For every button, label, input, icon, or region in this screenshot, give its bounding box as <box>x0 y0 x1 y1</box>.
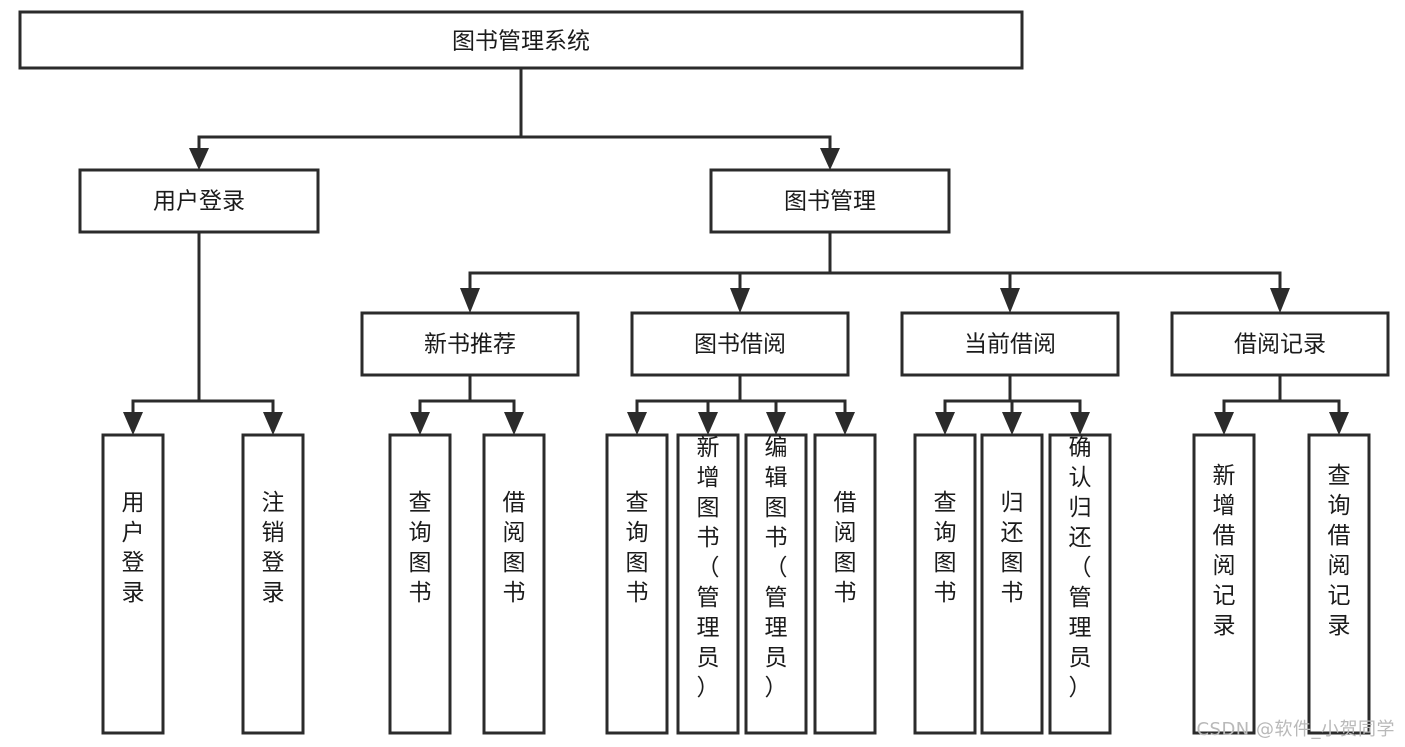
connectors-book-borrow-to-leaves <box>627 373 855 435</box>
leaf-book-borrow-4-label: 借阅图书 <box>834 490 857 606</box>
node-borrow-record[interactable]: 借阅记录 <box>1170 311 1390 377</box>
leaf-current-borrow-2-box[interactable] <box>980 433 1044 735</box>
leaf-book-borrow-2-label: 新增图书（管理员） <box>697 435 720 701</box>
node-book-borrow-box[interactable] <box>630 311 850 377</box>
csdn-watermark: CSDN @软件_小贺同学 <box>1196 719 1395 740</box>
leaf-user-login-2-label: 注销登录 <box>262 490 285 606</box>
leaf-current-borrow-3[interactable]: 确认归还（管理员） <box>1048 433 1112 735</box>
arrowhead-book-mgmt <box>820 148 840 170</box>
leaf-current-borrow-1-label: 查询图书 <box>934 490 957 606</box>
node-user-login[interactable]: 用户登录 <box>78 168 320 234</box>
leaf-user-login-1-label: 用户登录 <box>122 490 145 606</box>
leaf-book-borrow-3[interactable]: 编辑图书（管理员） <box>744 433 808 735</box>
leaf-user-login-2-box[interactable] <box>241 433 305 735</box>
arrowhead-bb-leaf2 <box>698 412 718 435</box>
leaf-borrow-record-2-box[interactable] <box>1307 433 1371 735</box>
leaf-user-login-2[interactable]: 注销登录 <box>241 433 305 735</box>
node-root[interactable]: 图书管理系统 <box>18 10 1024 70</box>
leaf-new-book-recommend-1-box[interactable] <box>388 433 452 735</box>
leaf-new-book-recommend-2-box[interactable] <box>482 433 546 735</box>
arrowhead-borrow-record <box>1270 288 1290 313</box>
connectors-new-book-recommend-to-leaves <box>410 373 524 435</box>
leaf-user-login-1[interactable]: 用户登录 <box>101 433 165 735</box>
arrowhead-bb-leaf3 <box>766 412 786 435</box>
leaf-borrow-record-2[interactable]: 查询借阅记录 <box>1307 433 1371 735</box>
node-book-management[interactable]: 图书管理 <box>709 168 951 234</box>
leaf-book-borrow-1[interactable]: 查询图书 <box>605 433 669 735</box>
leaf-new-book-recommend-2-label: 借阅图书 <box>503 490 526 606</box>
node-borrow-record-label: 借阅记录 <box>1234 332 1326 358</box>
leaf-book-borrow-3-label: 编辑图书（管理员） <box>765 435 788 701</box>
arrowhead-bb-leaf4 <box>835 412 855 435</box>
leaf-new-book-recommend-2[interactable]: 借阅图书 <box>482 433 546 735</box>
leaf-borrow-record-1-box[interactable] <box>1192 433 1256 735</box>
leaf-current-borrow-1-box[interactable] <box>913 433 977 735</box>
leaf-current-borrow-2-label: 归还图书 <box>1001 490 1024 606</box>
leaf-user-login-1-box[interactable] <box>101 433 165 735</box>
leaf-borrow-record-1-label: 新增借阅记录 <box>1213 463 1236 639</box>
node-new-book-recommend[interactable]: 新书推荐 <box>360 311 580 377</box>
arrowhead-user-login <box>189 148 209 170</box>
node-book-management-label: 图书管理 <box>784 189 876 215</box>
node-borrow-record-box[interactable] <box>1170 311 1390 377</box>
leaf-new-book-recommend-1-label: 查询图书 <box>409 490 432 606</box>
leaf-current-borrow-1[interactable]: 查询图书 <box>913 433 977 735</box>
leaf-book-borrow-2-box[interactable] <box>676 433 740 735</box>
leaf-borrow-record-1[interactable]: 新增借阅记录 <box>1192 433 1256 735</box>
node-root-box[interactable] <box>18 10 1024 70</box>
arrowhead-cb-leaf2 <box>1002 412 1022 435</box>
node-current-borrow-label: 当前借阅 <box>964 332 1056 358</box>
leaf-current-borrow-3-label: 确认归还（管理员） <box>1069 435 1092 701</box>
leaf-borrow-record-2-label: 查询借阅记录 <box>1328 463 1351 639</box>
arrowhead-leaf-logout <box>263 412 283 435</box>
node-book-management-box[interactable] <box>709 168 951 234</box>
leaf-current-borrow-3-box[interactable] <box>1048 433 1112 735</box>
leaf-new-book-recommend-1[interactable]: 查询图书 <box>388 433 452 735</box>
leaf-book-borrow-1-box[interactable] <box>605 433 669 735</box>
arrowhead-cb-leaf3 <box>1070 412 1090 435</box>
node-user-login-box[interactable] <box>78 168 320 234</box>
leaf-book-borrow-4[interactable]: 借阅图书 <box>813 433 877 735</box>
leaf-current-borrow-2[interactable]: 归还图书 <box>980 433 1044 735</box>
connectors-root-to-level2 <box>189 66 840 170</box>
leaf-book-borrow-2[interactable]: 新增图书（管理员） <box>676 433 740 735</box>
node-book-borrow[interactable]: 图书借阅 <box>630 311 850 377</box>
node-book-borrow-label: 图书借阅 <box>694 332 786 358</box>
arrowhead-bb-leaf1 <box>627 412 647 435</box>
arrowhead-new-book-recommend <box>460 288 480 313</box>
arrowhead-br-leaf1 <box>1214 412 1234 435</box>
arrowhead-nbr-leaf2 <box>504 412 524 435</box>
node-current-borrow[interactable]: 当前借阅 <box>900 311 1120 377</box>
node-user-login-label: 用户登录 <box>153 189 245 215</box>
arrowhead-br-leaf2 <box>1329 412 1349 435</box>
arrowhead-current-borrow <box>1000 288 1020 313</box>
arrowhead-book-borrow <box>730 288 750 313</box>
leaf-book-borrow-4-box[interactable] <box>813 433 877 735</box>
node-new-book-recommend-label: 新书推荐 <box>424 332 516 358</box>
connectors-book-mgmt-to-level3 <box>460 230 1290 313</box>
leaf-book-borrow-1-label: 查询图书 <box>626 490 649 606</box>
arrowhead-cb-leaf1 <box>935 412 955 435</box>
connectors-borrow-record-to-leaves <box>1214 373 1349 435</box>
connectors-user-login-to-leaves <box>123 230 283 435</box>
arrowhead-nbr-leaf1 <box>410 412 430 435</box>
leaf-book-borrow-3-box[interactable] <box>744 433 808 735</box>
node-new-book-recommend-box[interactable] <box>360 311 580 377</box>
arrowhead-leaf-user-login <box>123 412 143 435</box>
connectors-current-borrow-to-leaves <box>935 373 1090 435</box>
node-current-borrow-box[interactable] <box>900 311 1120 377</box>
node-root-label: 图书管理系统 <box>452 29 590 55</box>
